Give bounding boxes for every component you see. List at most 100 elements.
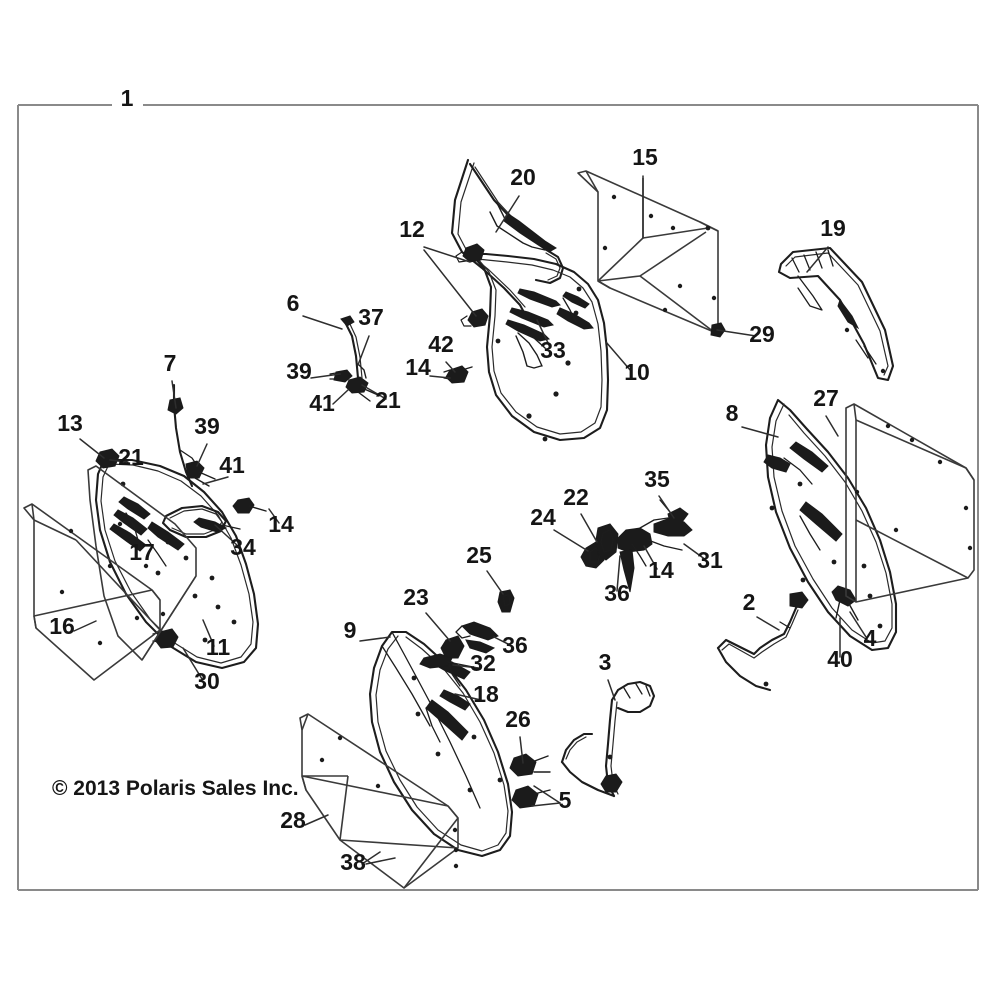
callout-number-13: 13 bbox=[57, 410, 83, 436]
callout-number-7: 7 bbox=[164, 350, 177, 376]
callout-number-40: 40 bbox=[827, 646, 853, 672]
callout-number-42: 42 bbox=[428, 331, 454, 357]
leader-line-6 bbox=[302, 315, 343, 330]
callout-number-29: 29 bbox=[749, 321, 775, 347]
leader-line-9 bbox=[359, 636, 391, 642]
leader-line-19 bbox=[806, 246, 829, 273]
callout-number-27: 27 bbox=[813, 385, 839, 411]
part-trim-strip bbox=[777, 246, 895, 382]
leader-line-23 bbox=[425, 612, 451, 642]
copyright-notice: © 2013 Polaris Sales Inc. bbox=[52, 777, 299, 800]
part-window-panel-top bbox=[577, 170, 726, 338]
callout-number-20: 20 bbox=[510, 164, 536, 190]
leader-line-c38b bbox=[365, 857, 396, 865]
leader-line-31 bbox=[683, 543, 707, 561]
leader-line-25 bbox=[486, 570, 504, 595]
callout-number-2: 2 bbox=[743, 589, 756, 615]
callout-number-17: 17 bbox=[129, 539, 155, 565]
leader-line-20 bbox=[495, 195, 520, 233]
part-3-bracket bbox=[560, 680, 656, 798]
callout-number-11: 11 bbox=[206, 634, 231, 660]
callout-number-18: 18 bbox=[473, 681, 499, 707]
callout-number-15: 15 bbox=[632, 144, 658, 170]
callout-number-28: 28 bbox=[280, 807, 306, 833]
leader-line-30 bbox=[182, 647, 203, 680]
callout-number-1: 1 bbox=[121, 85, 134, 111]
leader-line-21 bbox=[361, 384, 387, 400]
part-latch-cluster bbox=[580, 499, 693, 593]
callout-number-37: 37 bbox=[358, 304, 384, 330]
leader-line-5 bbox=[533, 785, 561, 804]
part-lower-left-door bbox=[368, 621, 551, 858]
callout-number-39: 39 bbox=[194, 413, 220, 439]
callout-number-31: 31 bbox=[697, 547, 723, 573]
callout-number-6: 6 bbox=[287, 290, 300, 316]
callout-number-16: 16 bbox=[49, 613, 75, 639]
leader-line-12 bbox=[423, 246, 471, 263]
part-window-panel-left-inner bbox=[87, 465, 197, 661]
leader-line-c12b bbox=[423, 249, 477, 317]
callout-number-5: 5 bbox=[559, 787, 572, 813]
leader-line-14 bbox=[643, 545, 658, 570]
leader-line-37 bbox=[357, 335, 370, 366]
callout-number-21: 21 bbox=[375, 387, 401, 413]
callout-number-3: 3 bbox=[599, 649, 612, 675]
callout-number-22: 22 bbox=[563, 484, 589, 510]
leader-line-11 bbox=[202, 619, 215, 647]
leader-line-18 bbox=[454, 693, 482, 701]
leader-line-2 bbox=[756, 616, 780, 631]
callout-number-23: 23 bbox=[403, 584, 429, 610]
part-latch-rod-assembly bbox=[329, 315, 379, 402]
leader-line-7 bbox=[171, 380, 177, 409]
part-window-panel-bottom bbox=[299, 713, 459, 889]
callout-number-19: 19 bbox=[820, 215, 846, 241]
callout-number-8: 8 bbox=[726, 400, 739, 426]
part-window-panel-right bbox=[845, 403, 975, 603]
callout-number-35: 35 bbox=[644, 466, 670, 492]
leader-line-4 bbox=[849, 611, 867, 638]
callout-number-14: 14 bbox=[405, 354, 431, 380]
callout-number-4: 4 bbox=[864, 625, 877, 651]
part-upper-right-door bbox=[450, 158, 610, 442]
callout-number-25: 25 bbox=[466, 542, 492, 568]
diagram-frame bbox=[17, 104, 979, 891]
leader-line-35 bbox=[658, 495, 675, 519]
callout-number-34: 34 bbox=[230, 534, 256, 560]
part-window-panel-left bbox=[23, 503, 161, 681]
part-25-clip bbox=[497, 589, 515, 613]
leader-lines bbox=[73, 175, 867, 865]
callout-number-33: 33 bbox=[540, 337, 566, 363]
leader-line-34 bbox=[214, 524, 239, 547]
leader-line-41 bbox=[332, 389, 349, 405]
leader-line-39 bbox=[310, 373, 341, 379]
callout-number-24: 24 bbox=[530, 504, 556, 530]
leader-line-24 bbox=[553, 529, 589, 552]
leader-line-36 bbox=[616, 555, 621, 592]
leader-line-32 bbox=[452, 664, 479, 669]
leader-line-8 bbox=[741, 426, 779, 438]
part-lower-right-door bbox=[716, 398, 898, 692]
leader-line-28 bbox=[304, 814, 329, 826]
part-small-clip-42-14 bbox=[443, 365, 473, 384]
callout-number-36: 36 bbox=[604, 580, 630, 606]
leader-line-21 bbox=[109, 459, 127, 463]
callout-number-14: 14 bbox=[648, 557, 674, 583]
callout-number-32: 32 bbox=[470, 650, 496, 676]
callout-number-38: 38 bbox=[340, 849, 366, 875]
callout-number-41: 41 bbox=[309, 390, 335, 416]
leader-line-3 bbox=[607, 679, 616, 701]
leader-line-14 bbox=[429, 375, 451, 379]
leader-line-38 bbox=[361, 851, 381, 865]
callout-number-10: 10 bbox=[624, 359, 650, 385]
leader-line-39 bbox=[196, 443, 208, 467]
callout-number-26: 26 bbox=[505, 706, 531, 732]
callout-number-14: 14 bbox=[268, 511, 294, 537]
callout-number-9: 9 bbox=[344, 617, 357, 643]
leader-line-22 bbox=[580, 513, 598, 543]
leader-line-14 bbox=[268, 508, 280, 524]
part-upper-left-door bbox=[94, 383, 267, 670]
callout-number-12: 12 bbox=[399, 216, 425, 242]
